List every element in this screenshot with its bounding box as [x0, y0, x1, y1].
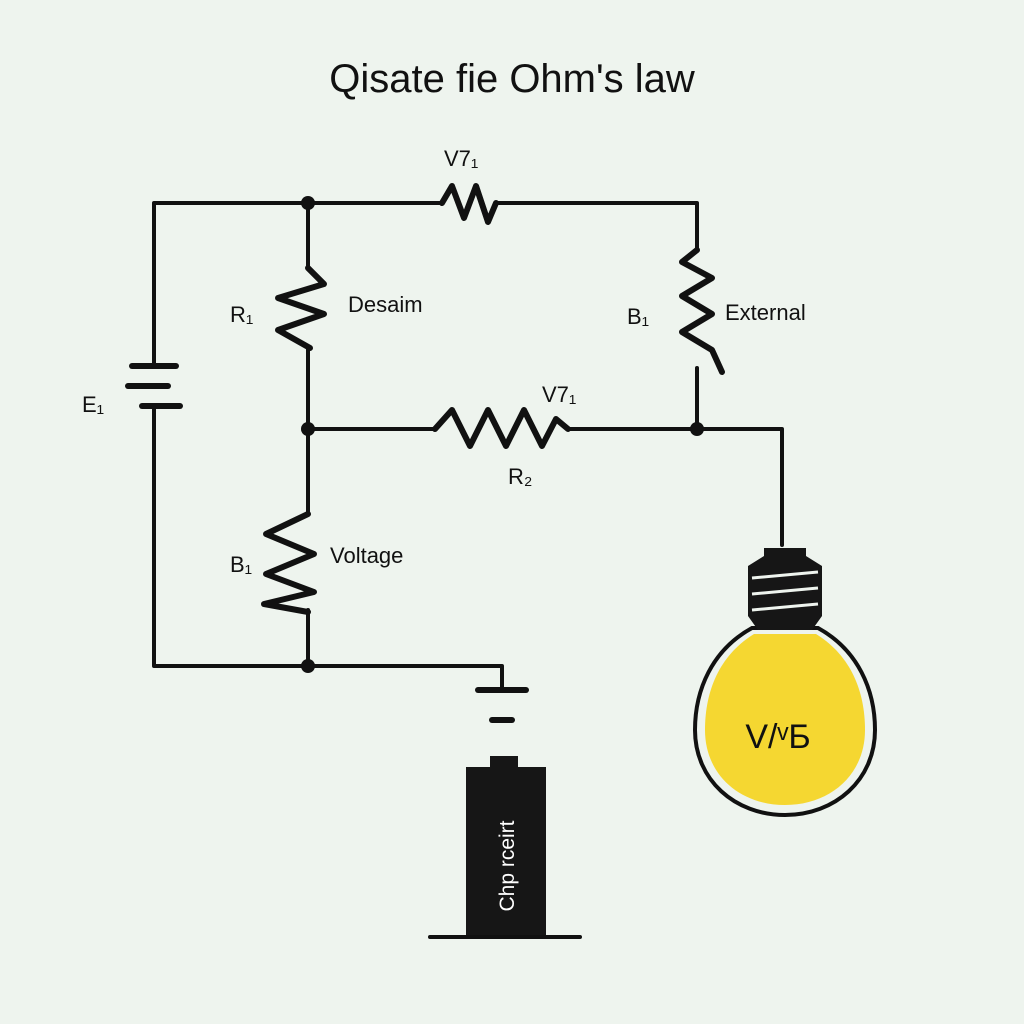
- label-battery: E₁: [82, 392, 104, 417]
- wire-top-right: [494, 201, 699, 252]
- bulb-outline: [692, 626, 878, 818]
- resistor-top: [439, 183, 499, 225]
- label-middle-resistor-bottom: R₂: [508, 464, 532, 489]
- cell: Chp rceirt: [428, 756, 582, 939]
- bulb-label: V/ᵛБ: [745, 718, 810, 756]
- resistor-left: [275, 265, 327, 351]
- bulb-threads: [751, 570, 819, 612]
- light-bulb: V/ᵛБ: [692, 548, 878, 818]
- label-right-resistor-tag: External: [725, 300, 806, 325]
- junctions: [301, 196, 704, 673]
- wire-top-left: [152, 201, 444, 368]
- wire-bottom-rail: [152, 406, 504, 692]
- ground-symbol: [475, 687, 529, 723]
- diagram-title: Qisate fie Ohm's law: [329, 57, 695, 101]
- resistor-middle: [432, 407, 571, 449]
- resistor-lower: [261, 511, 317, 615]
- label-lower-resistor: B₁: [230, 552, 252, 577]
- label-right-resistor: B₁: [627, 304, 649, 329]
- label-top-resistor: V7₁: [444, 146, 478, 171]
- label-lower-resistor-tag: Voltage: [330, 543, 403, 568]
- bulb-glass: [705, 634, 865, 805]
- junction-middle-left: [301, 422, 315, 436]
- label-left-resistor: R₁: [230, 302, 253, 327]
- resistor-external: [679, 247, 725, 375]
- label-middle-resistor-top: V7₁: [542, 382, 576, 407]
- battery-symbol: [125, 363, 183, 409]
- wire-r2-right: [566, 427, 784, 547]
- junction-top-left: [301, 196, 315, 210]
- label-left-resistor-tag: Desaim: [348, 292, 423, 317]
- cell-body: [466, 767, 546, 939]
- cell-label: Chp rceirt: [496, 820, 519, 911]
- cell-terminal: [490, 756, 518, 768]
- junction-bottom-left: [301, 659, 315, 673]
- junction-middle-right: [690, 422, 704, 436]
